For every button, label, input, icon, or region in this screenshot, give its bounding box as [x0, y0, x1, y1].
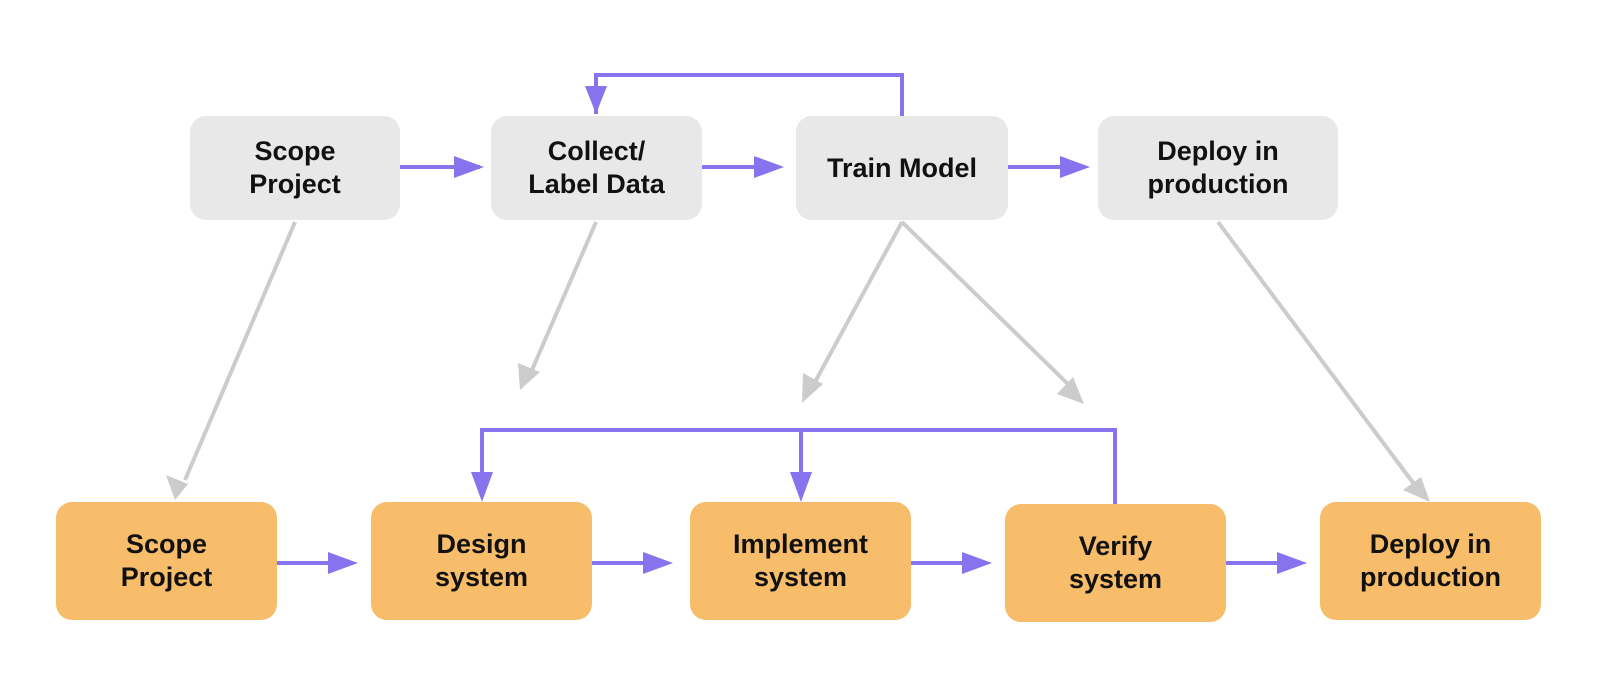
arrowhead-top-collect	[454, 156, 484, 178]
loop-arrowhead-implement	[790, 472, 812, 502]
bottom-node-deploy-line1: Deploy in	[1369, 529, 1492, 559]
map-arrow-train-right	[900, 220, 1074, 390]
map-arrow-deploy	[1216, 220, 1419, 490]
top-node-collect-line1: Collect/	[547, 136, 646, 166]
map-arrow-train-left	[813, 221, 904, 383]
map-arrowhead-train-left	[802, 373, 823, 403]
top-node-deploy-line2: production	[1147, 169, 1289, 199]
top-node-collect-line2: Label Data	[528, 169, 665, 199]
arrowhead-bottom-verify	[962, 552, 992, 574]
bottom-node-deploy-line2: production	[1360, 562, 1501, 592]
map-arrowhead-scope	[166, 475, 188, 500]
top-node-scope-project: Scope Project	[190, 116, 400, 220]
loop-arrowhead-collect	[585, 86, 607, 114]
map-arrowhead-collect	[518, 363, 540, 390]
bottom-node-design-system: Design system	[371, 502, 592, 620]
bottom-node-scope-line1: Scope	[125, 529, 207, 559]
top-node-train-line1: Train Model	[826, 152, 978, 183]
bottom-node-design-line2: system	[434, 562, 529, 592]
bottom-node-design-line1: Design	[436, 529, 527, 559]
top-node-deploy-in-production: Deploy in production	[1098, 116, 1338, 220]
arrowhead-bottom-implement	[643, 552, 673, 574]
bottom-node-verify-line2: system	[1068, 564, 1163, 594]
loop-arrow-train-to-collect	[594, 73, 904, 116]
top-node-collect-label-data: Collect/ Label Data	[491, 116, 702, 220]
bottom-node-implement-system: Implement system	[690, 502, 911, 620]
arrowhead-top-deploy	[1060, 156, 1090, 178]
bottom-node-verify-system: Verify system	[1005, 504, 1226, 622]
arrowhead-bottom-deploy	[1277, 552, 1307, 574]
arrowhead-bottom-design	[328, 552, 358, 574]
loop-arrowhead-design	[471, 472, 493, 502]
top-node-deploy-line1: Deploy in	[1157, 136, 1279, 166]
bottom-node-verify-line1: Verify	[1078, 531, 1153, 561]
bottom-node-scope-line2: Project	[120, 562, 213, 592]
top-node-scope-line2: Project	[249, 169, 341, 199]
bottom-node-deploy-in-production: Deploy in production	[1320, 502, 1541, 620]
map-arrow-collect	[530, 221, 598, 371]
map-arrowhead-train-right	[1057, 377, 1084, 404]
top-node-scope-line1: Scope	[254, 136, 336, 166]
map-arrowhead-deploy	[1403, 477, 1430, 502]
top-node-train-model: Train Model	[796, 116, 1008, 220]
loop-arrow-verify-to-design	[480, 428, 1117, 504]
bottom-node-implement-line1: Implement	[732, 529, 869, 559]
arrowhead-top-train	[754, 156, 784, 178]
bottom-node-scope-project: Scope Project	[56, 502, 277, 620]
bottom-node-implement-line2: system	[753, 562, 848, 592]
map-arrow-scope	[183, 221, 297, 481]
